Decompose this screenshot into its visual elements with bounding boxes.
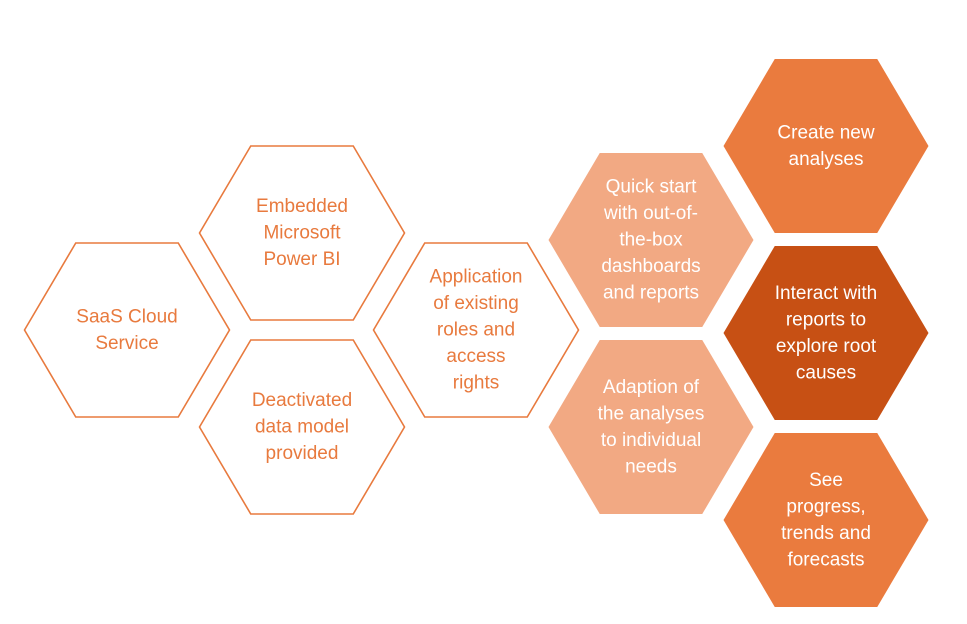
hexagon-label-line: Power BI (263, 249, 340, 270)
hexagon-label-line: analyses (789, 149, 864, 170)
hexagon-interact-reports: Interact with reports to explore root cause… (723, 246, 929, 420)
hexagon-label-line: access (446, 346, 505, 367)
hexagon-shape (372, 242, 580, 418)
hexagon-create-analyses: Create new analyses (723, 59, 929, 233)
hexagon-deactivated-data-model: Deactivated data model provided (198, 339, 406, 515)
hexagon-shape (723, 59, 929, 233)
hexagon-label-line: dashboards (601, 256, 700, 277)
hexagon-adaption: Adaption of the analyses to individual need… (548, 340, 754, 514)
hexagon-existing-roles: Application of existing roles and access rig… (372, 242, 580, 418)
hexagon-label-line: Deactivated (252, 390, 352, 411)
hexagon-shape (548, 153, 754, 327)
hexagon-label-line: Create new (777, 122, 874, 143)
hexagon-label-line: See (809, 470, 843, 491)
hexagon-label-line: of existing (433, 293, 519, 314)
hexagon-label-line: Service (95, 333, 158, 354)
hexagon-label-line: needs (625, 456, 677, 477)
hexagon-shape (23, 242, 231, 418)
hexagon-shape (198, 145, 406, 321)
hexagon-label-line: with out-of- (603, 203, 698, 224)
hexagon-label-line: Application (430, 267, 523, 288)
hexagon-label-line: to individual (601, 430, 701, 451)
hexagon-label-line: Microsoft (263, 223, 341, 244)
hexagon-label-line: provided (266, 443, 339, 464)
hexagon-label-line: the-box (619, 230, 683, 251)
hexagon-label-line: Quick start (606, 177, 698, 198)
hexagon-shape (198, 339, 406, 515)
hexagon-label-line: rights (453, 373, 499, 394)
hexagon-label-line: progress, (786, 496, 865, 517)
hexagon-quick-start: Quick start with out-of-the-box dashboards… (548, 153, 754, 327)
hexagon-label-line: the analyses (598, 403, 705, 424)
hexagon-label-line: Interact with (775, 283, 877, 304)
hexagon-label-line: trends and (781, 523, 871, 544)
hexagon-label-line: SaaS Cloud (76, 306, 177, 327)
hexagon-label-line: and reports (603, 283, 699, 304)
hexagon-label-line: causes (796, 362, 856, 383)
hexagon-label-line: Embedded (256, 196, 348, 217)
hexagon-shape (723, 433, 929, 607)
hexagon-shape (723, 246, 929, 420)
hexagon-see-progress: See progress, trends and forecasts (723, 433, 929, 607)
hexagon-label-line: forecasts (787, 549, 864, 570)
hexagon-label-line: Adaption of (603, 377, 700, 398)
hexagon-shape (548, 340, 754, 514)
hexagon-label-line: roles and (437, 320, 515, 341)
hexagon-label-line: explore root (776, 336, 877, 357)
hexagon-label-line: reports to (786, 309, 866, 330)
hexagon-label-line: data model (255, 417, 349, 438)
